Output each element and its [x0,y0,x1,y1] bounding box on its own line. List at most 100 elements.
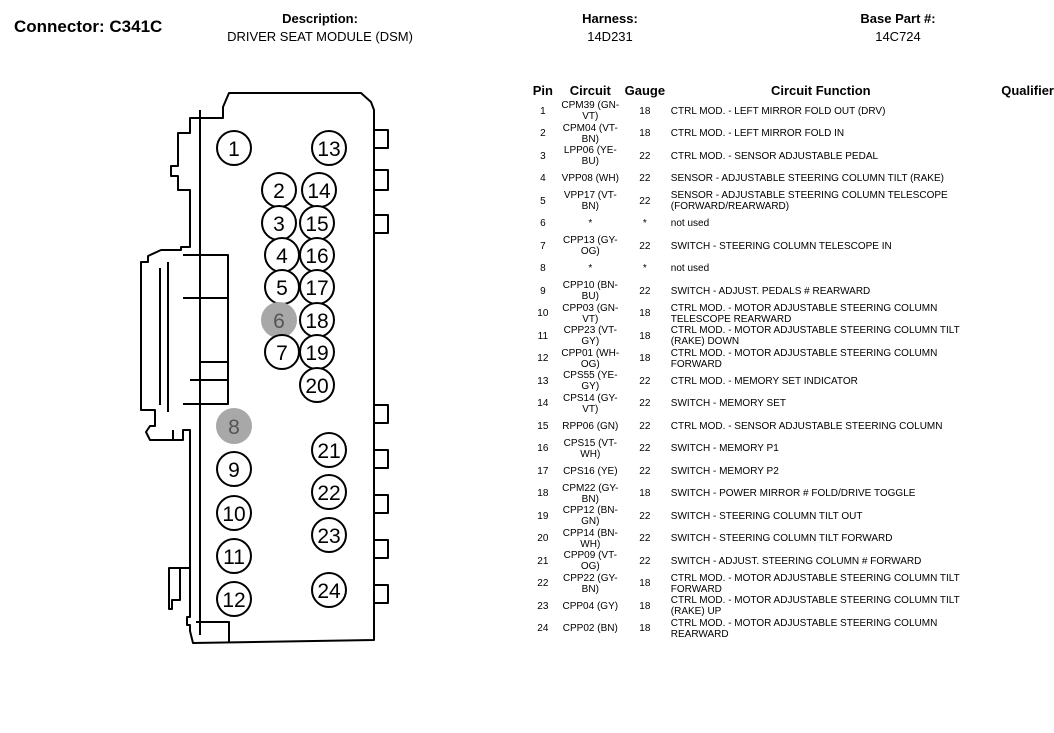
circuit-cell: CPM04 (VT-BN) [562,122,618,145]
pin-label: 5 [276,277,288,300]
qualifier-cell [975,190,1054,213]
pin-label: 14 [307,180,331,203]
qualifier-cell [975,100,1054,123]
gauge-cell: 18 [639,353,651,365]
gauge-cell: 18 [639,623,651,635]
function-cell: CTRL MOD. - MOTOR ADJUSTABLE STEERING CO… [670,302,938,325]
pin-cell: 21 [537,555,549,567]
pin-cell: 3 [540,150,546,162]
gauge-cell: 22 [639,195,651,207]
circuit-cell: CPS14 (GY-VT) [562,392,618,415]
pin-cell: 18 [537,488,549,500]
pin-cell: 19 [537,510,549,522]
pin-circle [216,581,252,617]
gauge-cell: 22 [639,150,651,162]
qualifier-cell [975,415,1054,438]
pin-label: 18 [305,310,328,333]
gauge-cell: 18 [639,578,651,590]
pin-label: 23 [317,525,340,548]
pin-cell: 13 [537,375,549,387]
pin-cell: 23 [537,600,549,612]
pin-cell: 16 [537,443,549,455]
pin-label: 11 [223,546,245,569]
function-cell: SWITCH - MEMORY P1 [670,443,779,455]
function-cell: SWITCH - MEMORY P2 [670,465,779,477]
function-cell: SWITCH - POWER MIRROR # FOLD/DRIVE TOGGL… [670,488,916,500]
pin-cell: 5 [540,195,546,207]
pin-cell: 15 [537,420,549,432]
gauge-cell: 22 [639,285,651,297]
pin-label: 21 [317,440,340,463]
gauge-cell: 18 [639,128,651,140]
pin-label: 10 [222,503,245,526]
gauge-cell: 22 [639,375,651,387]
circuit-cell: RPP06 (GN) [562,420,619,432]
pin-circle [311,474,347,510]
function-cell: CTRL MOD. - MOTOR ADJUSTABLE STEERING CO… [670,325,960,348]
function-cell: CTRL MOD. - LEFT MIRROR FOLD IN [670,128,845,140]
circuit-cell: * [588,218,593,230]
function-cell: CTRL MOD. - MOTOR ADJUSTABLE STEERING CO… [670,617,938,640]
gauge-cell: 22 [639,555,651,567]
gauge-cell: 22 [639,443,651,455]
pin-cell: 22 [537,578,549,590]
pin-cell: 1 [540,105,546,117]
qualifier-cell [975,348,1054,371]
base-part-block: Base Part #: 14C724 [818,10,978,46]
pin-label: 24 [317,580,341,603]
pin-circle [216,130,252,166]
gauge-cell: 22 [639,240,651,252]
gauge-cell: 22 [639,398,651,410]
gauge-cell: 18 [639,488,651,500]
pin-label: 19 [305,342,328,365]
pin-label: 17 [305,277,328,300]
pin-cell: 11 [537,330,549,342]
qualifier-cell [975,483,1054,506]
circuit-cell: LPP06 (YE-BU) [563,145,617,168]
qualifier-cell [975,280,1054,303]
gauge-cell: 22 [639,533,651,545]
pin-cell: 20 [537,533,549,545]
pin-cell: 10 [537,308,549,320]
circuit-cell: CPP04 (GY) [562,600,619,612]
pin-label: 20 [305,375,328,398]
function-cell: SENSOR - ADJUSTABLE STEERING COLUMN TILT… [670,173,944,185]
circuit-cell: CPP02 (BN) [562,623,618,635]
qualifier-cell [975,370,1054,393]
circuit-cell: CPP10 (BN-BU) [562,280,618,303]
pin-cell: 9 [540,285,546,297]
pin-circle [311,432,347,468]
circuit-cell: CPP14 (BN-WH) [562,527,618,550]
qualifier-cell [975,528,1054,551]
circuit-cell: CPP23 (VT-GY) [563,325,617,348]
function-cell: not used [670,263,710,275]
pin-cell: 4 [540,173,546,185]
function-cell: SWITCH - MEMORY SET [670,398,786,410]
qualifier-cell [975,393,1054,416]
qualifier-cell [975,460,1054,483]
qualifier-cell [975,235,1054,258]
table-row: 8**not used [528,258,1054,281]
base-part-label: Base Part #: [860,11,936,26]
harness-label: Harness: [582,11,638,26]
description-block: Description: DRIVER SEAT MODULE (DSM) [200,10,440,46]
pin-cell: 17 [537,465,549,477]
pin-circle [299,367,335,403]
function-cell: CTRL MOD. - MOTOR ADJUSTABLE STEERING CO… [670,347,938,370]
connector-housing [140,92,389,644]
pin-label: 7 [276,342,288,365]
qualifier-cell [975,325,1054,348]
